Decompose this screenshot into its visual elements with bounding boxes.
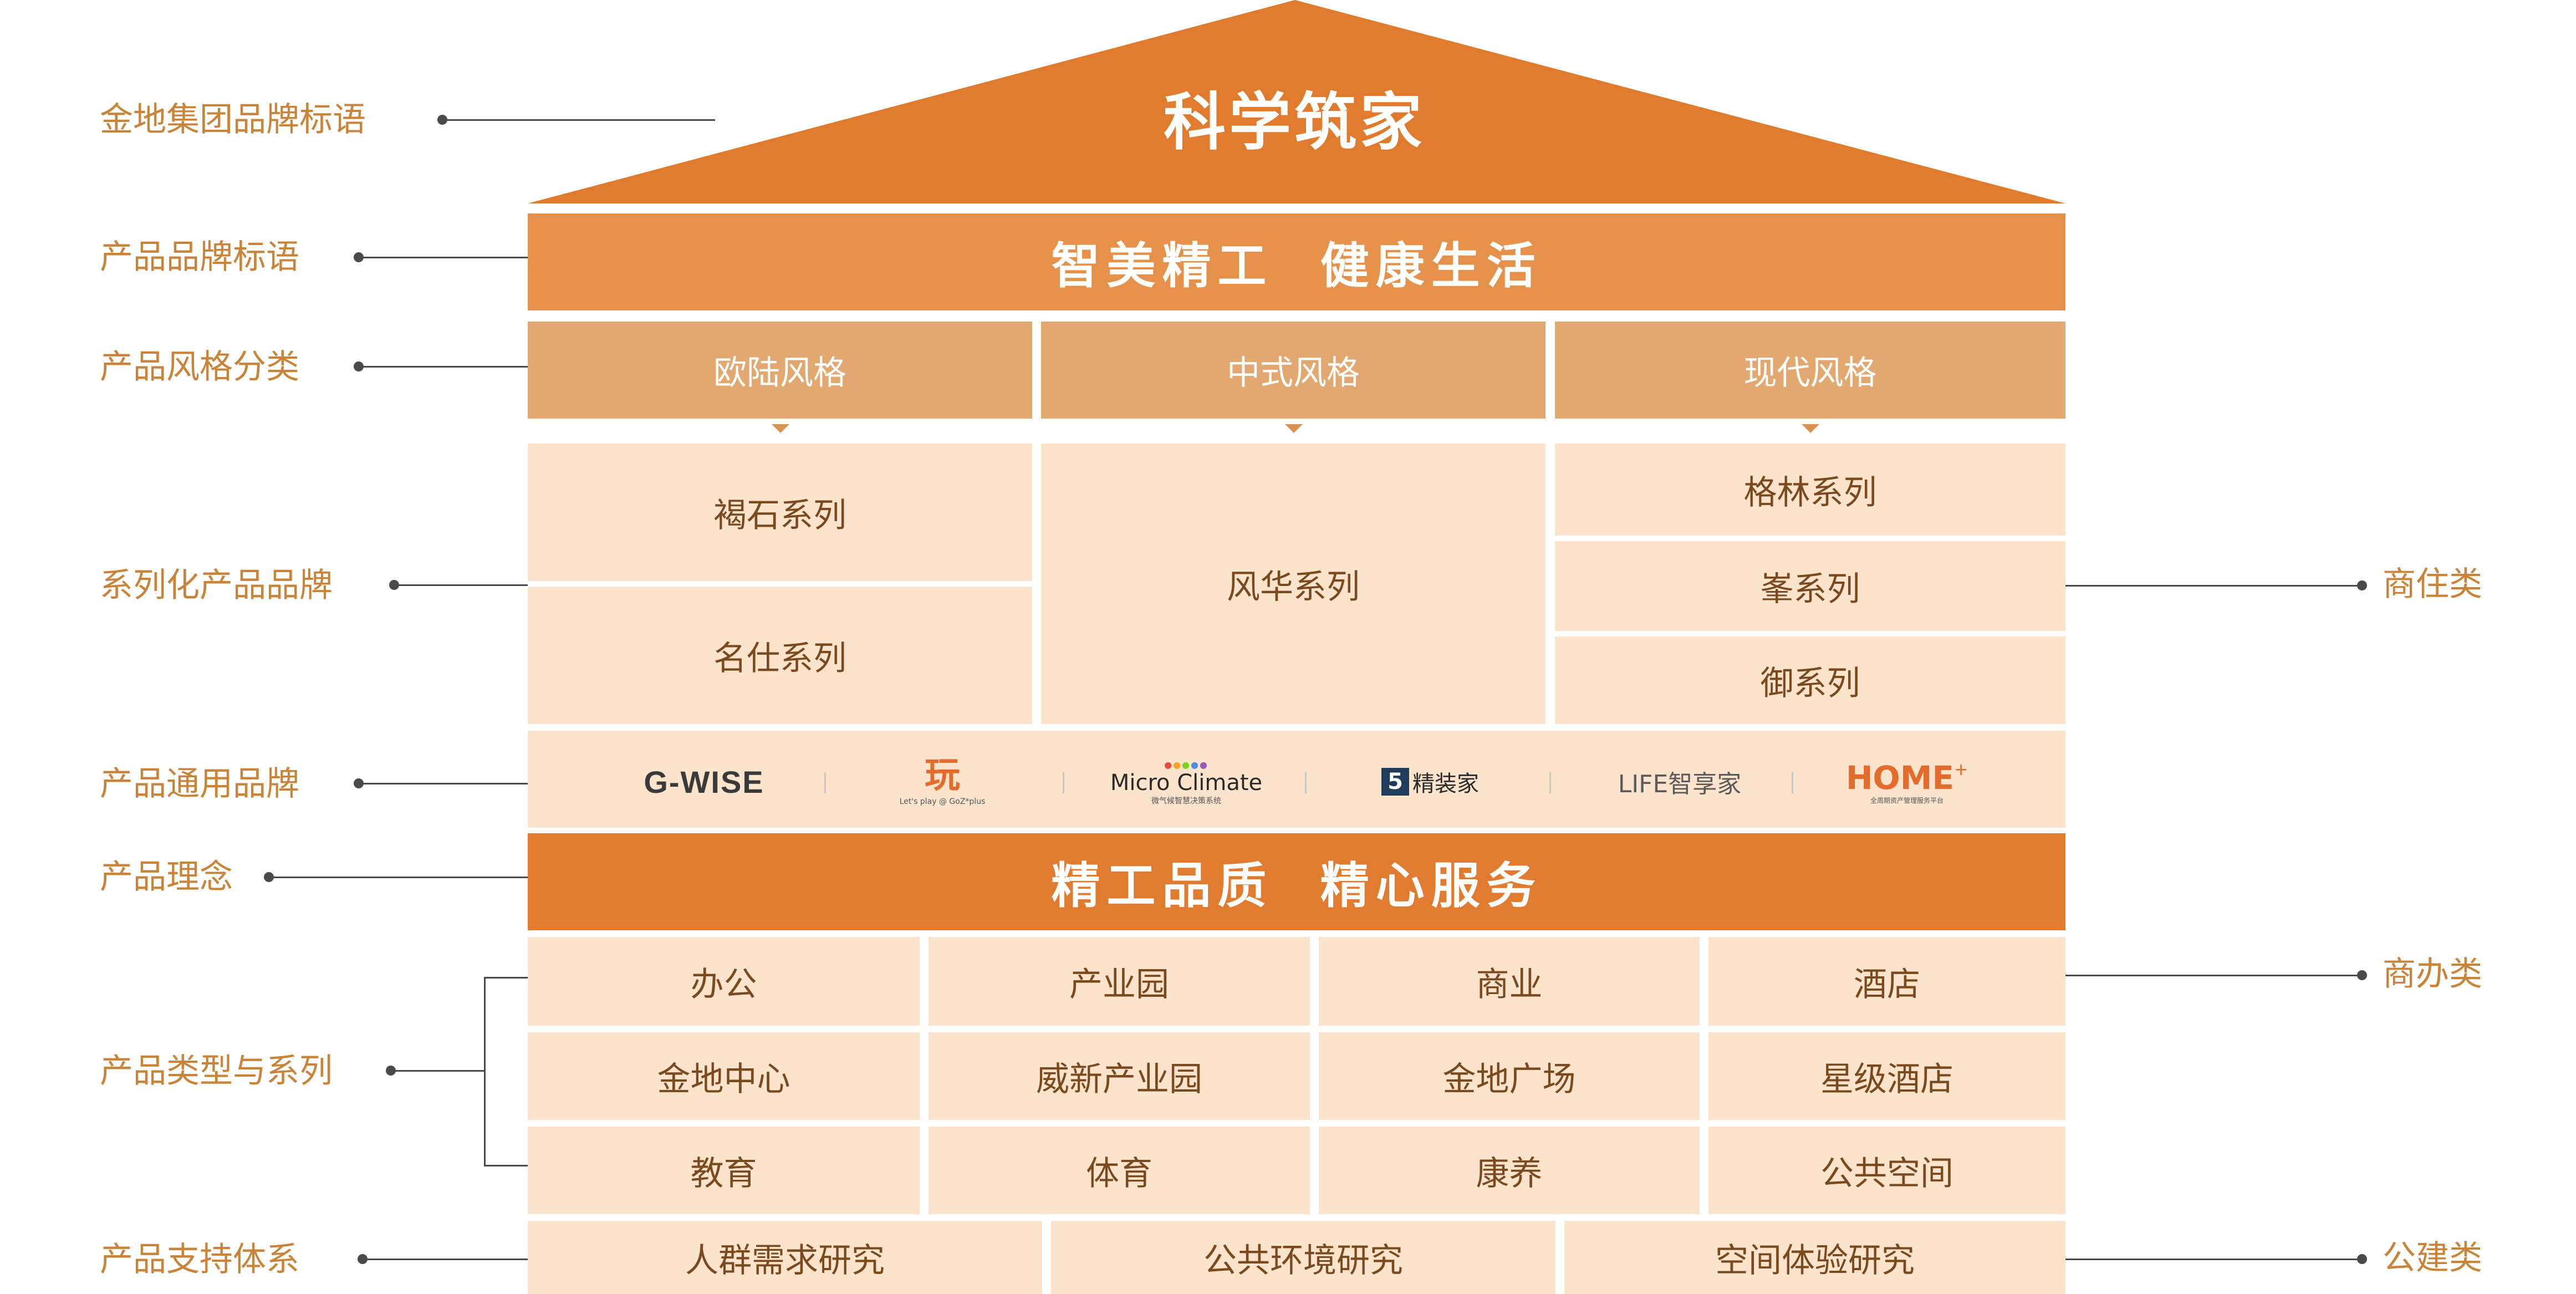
label-support: 产品支持体系 bbox=[100, 1240, 299, 1279]
home-plus-sup: + bbox=[1954, 760, 1968, 780]
home-plus-wordmark: HOME+ bbox=[1846, 762, 1968, 794]
connector-line bbox=[359, 366, 528, 368]
support-space-research: 空间体验研究 bbox=[1564, 1221, 2065, 1294]
bracket bbox=[484, 977, 486, 1166]
type-sports: 体育 bbox=[929, 1127, 1310, 1214]
connector-line bbox=[2065, 975, 2362, 976]
micro-climate-dots-icon: ●●●●● bbox=[1164, 760, 1208, 770]
connector-line bbox=[394, 584, 528, 586]
series-mingshi: 名仕系列 bbox=[528, 587, 1032, 724]
wan-logo: 玩 Let's play @ GoZ*plus bbox=[887, 751, 998, 812]
type-public-space: 公共空间 bbox=[1708, 1127, 2065, 1214]
type-jindi-plaza: 金地广场 bbox=[1319, 1032, 1700, 1120]
connector-line bbox=[2065, 585, 2362, 587]
wan-subtext: Let's play @ GoZ*plus bbox=[899, 797, 986, 806]
gwise-text: G-WISE bbox=[644, 764, 764, 799]
label-commercial: 商办类 bbox=[2383, 955, 2482, 994]
roof bbox=[528, 0, 2065, 203]
gwise-logo: G-WISE bbox=[621, 764, 787, 799]
label-residential: 商住类 bbox=[2383, 565, 2482, 604]
jingzhuangjia-text: 精装家 bbox=[1412, 771, 1479, 797]
bracket-bottom bbox=[484, 1165, 528, 1166]
connector-line bbox=[391, 1070, 485, 1072]
support-population-research: 人群需求研究 bbox=[528, 1221, 1042, 1294]
series-feng: 峯系列 bbox=[1555, 541, 2065, 631]
jingzhuangjia-badge: 5 bbox=[1381, 768, 1409, 796]
type-star-hotel: 星级酒店 bbox=[1708, 1032, 2065, 1120]
connector-line bbox=[363, 1259, 528, 1260]
style-chinese: 中式风格 bbox=[1041, 322, 1545, 419]
support-environment-research: 公共环境研究 bbox=[1051, 1221, 1555, 1294]
connector-line bbox=[442, 119, 715, 121]
life-zhixiangjia-logo: LIFE智享家 bbox=[1596, 765, 1763, 798]
wan-text: 玩 bbox=[925, 755, 960, 796]
home-plus-logo: HOME+ 全周期资产管理服务平台 bbox=[1846, 755, 1968, 811]
connector-dot bbox=[2357, 580, 2367, 590]
brand-separator bbox=[1792, 772, 1793, 793]
series-hesh: 褐石系列 bbox=[528, 444, 1032, 581]
connector-dot bbox=[2357, 970, 2367, 980]
home-plus-subtext: 全周期资产管理服务平台 bbox=[1870, 797, 1944, 804]
label-group-slogan: 金地集团品牌标语 bbox=[100, 100, 366, 139]
type-industrial-park: 产业园 bbox=[929, 937, 1310, 1026]
type-hotel: 酒店 bbox=[1708, 937, 2065, 1026]
life-zhixiangjia-text: LIFE智享家 bbox=[1618, 770, 1742, 798]
series-fenghua: 风华系列 bbox=[1041, 444, 1545, 724]
down-arrow-icon bbox=[1285, 424, 1303, 433]
bracket-top bbox=[484, 977, 528, 979]
roof-title: 科学筑家 bbox=[1164, 86, 1425, 159]
style-modern: 现代风格 bbox=[1555, 322, 2065, 419]
brand-separator bbox=[824, 772, 826, 793]
brand-separator bbox=[1305, 772, 1307, 793]
type-wellness: 康养 bbox=[1319, 1127, 1700, 1214]
series-yu: 御系列 bbox=[1555, 636, 2065, 724]
home-text: HOME bbox=[1845, 759, 1955, 797]
type-weixin-park: 威新产业园 bbox=[929, 1032, 1310, 1120]
brand-separator bbox=[1549, 772, 1551, 793]
connector-dot bbox=[2357, 1254, 2367, 1264]
style-european: 欧陆风格 bbox=[528, 322, 1032, 419]
label-common-brand: 产品通用品牌 bbox=[100, 765, 299, 803]
connector-line bbox=[359, 783, 528, 784]
type-office: 办公 bbox=[528, 937, 920, 1026]
type-commercial: 商业 bbox=[1319, 937, 1700, 1026]
down-arrow-icon bbox=[1802, 424, 1819, 433]
label-product-slogan: 产品品牌标语 bbox=[100, 238, 299, 277]
label-public: 公建类 bbox=[2383, 1239, 2482, 1277]
micro-climate-subtext: 微气候智慧决策系统 bbox=[1151, 797, 1221, 806]
connector-line bbox=[269, 877, 528, 878]
product-slogan-band: 智美精工 健康生活 bbox=[528, 213, 2065, 310]
philosophy-band: 精工品质 精心服务 bbox=[528, 833, 2065, 930]
label-types-series: 产品类型与系列 bbox=[100, 1052, 333, 1091]
label-series-brand: 系列化产品品牌 bbox=[100, 566, 333, 605]
connector-line bbox=[2065, 1259, 2362, 1260]
series-gelin: 格林系列 bbox=[1555, 444, 2065, 536]
common-brand-row bbox=[528, 731, 2065, 828]
label-style-category: 产品风格分类 bbox=[100, 348, 299, 386]
label-philosophy: 产品理念 bbox=[100, 858, 233, 896]
jingzhuangjia-logo: 5 精装家 bbox=[1366, 762, 1494, 801]
down-arrow-icon bbox=[772, 424, 789, 433]
micro-climate-logo: ●●●●● Micro Climate 微气候智慧决策系统 bbox=[1109, 755, 1264, 811]
brand-separator bbox=[1063, 772, 1064, 793]
micro-climate-text: Micro Climate bbox=[1110, 770, 1263, 796]
type-jindi-center: 金地中心 bbox=[528, 1032, 920, 1120]
type-education: 教育 bbox=[528, 1127, 920, 1214]
connector-line bbox=[359, 257, 528, 258]
